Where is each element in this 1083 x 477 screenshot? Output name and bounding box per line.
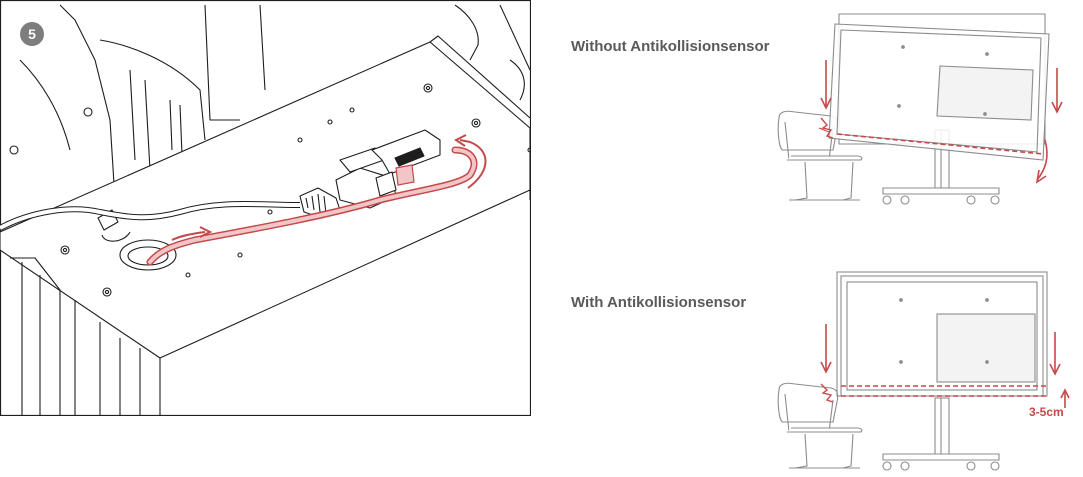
impact-spark-icon <box>820 383 834 403</box>
route-arrow <box>171 231 206 241</box>
impact-spark-icon <box>820 117 834 139</box>
stop-indicators <box>820 324 1070 408</box>
routed-sensor-cable <box>146 134 487 266</box>
lift-distance-label: 3-5cm <box>1029 405 1064 419</box>
scenario-without-sensor <box>775 10 1075 210</box>
caption-with-sensor: With Antikollisionsensor <box>571 294 747 311</box>
caption-without-sensor: Without Antikollisionsensor <box>571 38 770 55</box>
cable-routing-drawing <box>0 0 531 416</box>
lift-arrow-icon <box>1060 388 1070 399</box>
chassis-edge <box>59 4 116 201</box>
step-number-badge: 5 <box>20 22 44 46</box>
collision-indicators <box>818 60 1063 184</box>
display-stand <box>882 397 1000 471</box>
tilting-display <box>828 13 1050 161</box>
scenario-with-sensor: 3-5cm <box>775 268 1075 473</box>
installation-step-illustration: 5 <box>0 0 531 416</box>
level-display <box>836 271 1048 397</box>
top-bracket <box>454 4 479 61</box>
screw-holes <box>60 83 531 297</box>
sensor-module <box>371 129 441 175</box>
